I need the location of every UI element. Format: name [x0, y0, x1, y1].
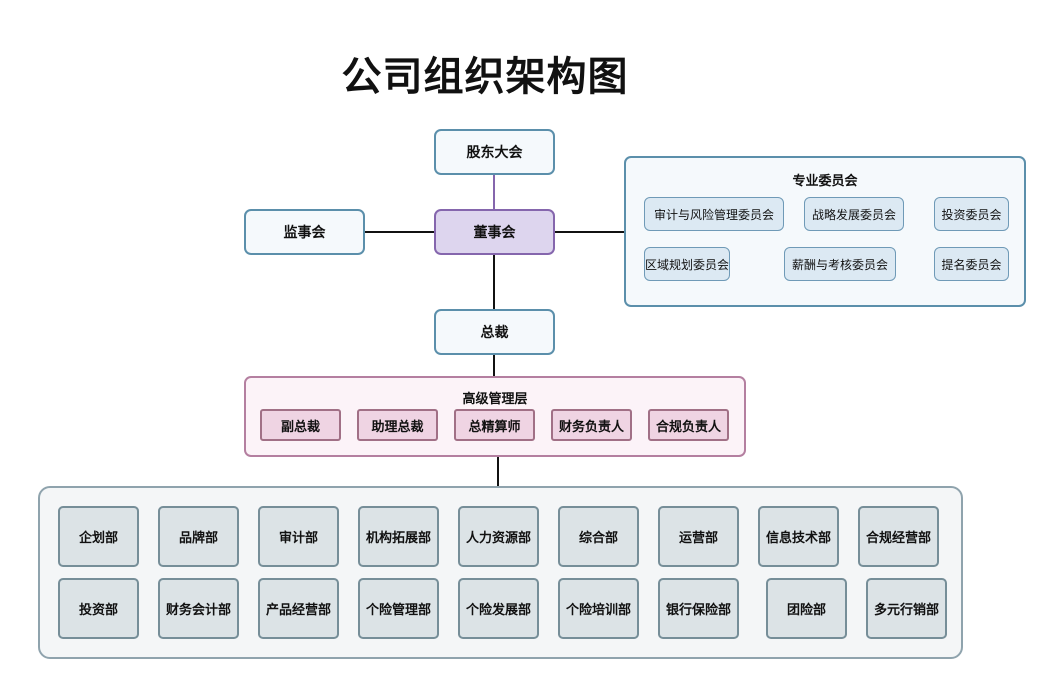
department-label: 审计部 — [278, 531, 318, 546]
committee-item[interactable]: 薪酬与考核委员会 — [784, 247, 896, 281]
department-item[interactable]: 个险培训部 — [558, 578, 639, 639]
node-supervisors[interactable]: 监事会 — [244, 209, 365, 255]
committee-panel: 专业委员会 — [624, 156, 1026, 307]
committee-label: 战略发展委员会 — [811, 207, 896, 222]
department-item[interactable]: 个险管理部 — [358, 578, 439, 639]
node-president[interactable]: 总裁 — [434, 309, 555, 355]
committee-item[interactable]: 战略发展委员会 — [804, 197, 904, 231]
committee-item[interactable]: 投资委员会 — [934, 197, 1009, 231]
node-label: 股东大会 — [466, 145, 523, 161]
department-label: 团险部 — [786, 603, 826, 618]
committee-label: 审计与风险管理委员会 — [653, 207, 774, 222]
senior-item[interactable]: 合规负责人 — [648, 409, 729, 441]
page-title: 公司组织架构图 — [341, 54, 629, 100]
department-label: 合规经营部 — [865, 531, 931, 546]
department-item[interactable]: 投资部 — [58, 578, 139, 639]
department-item[interactable]: 运营部 — [658, 506, 739, 567]
committee-label: 投资委员会 — [941, 207, 1002, 222]
node-label: 总裁 — [480, 325, 509, 341]
senior-label: 副总裁 — [280, 419, 320, 435]
department-label: 综合部 — [578, 531, 618, 546]
department-label: 多元行销部 — [873, 603, 939, 618]
department-item[interactable]: 产品经营部 — [258, 578, 339, 639]
senior-item[interactable]: 助理总裁 — [357, 409, 438, 441]
department-item[interactable]: 合规经营部 — [858, 506, 939, 567]
committee-label: 薪酬与考核委员会 — [791, 257, 888, 272]
committee-panel-title: 专业委员会 — [792, 174, 858, 189]
department-label: 个险培训部 — [565, 603, 631, 618]
node-board[interactable]: 董事会 — [434, 209, 555, 255]
senior-management-title: 高级管理层 — [462, 392, 528, 407]
department-label: 个险发展部 — [465, 603, 531, 618]
department-item[interactable]: 银行保险部 — [658, 578, 739, 639]
senior-item[interactable]: 副总裁 — [260, 409, 341, 441]
department-item[interactable]: 财务会计部 — [158, 578, 239, 639]
senior-label: 财务负责人 — [558, 419, 624, 435]
department-label: 信息技术部 — [765, 531, 831, 546]
department-item[interactable]: 企划部 — [58, 506, 139, 567]
department-label: 企划部 — [78, 531, 118, 546]
department-item[interactable]: 多元行销部 — [866, 578, 947, 639]
department-label: 投资部 — [78, 603, 118, 618]
department-item[interactable]: 人力资源部 — [458, 506, 539, 567]
senior-item[interactable]: 财务负责人 — [551, 409, 632, 441]
department-item[interactable]: 综合部 — [558, 506, 639, 567]
department-label: 机构拓展部 — [365, 531, 431, 546]
committee-item[interactable]: 提名委员会 — [934, 247, 1009, 281]
committee-label: 提名委员会 — [941, 257, 1002, 272]
node-label: 监事会 — [283, 225, 326, 241]
department-label: 品牌部 — [178, 531, 218, 546]
node-shareholders[interactable]: 股东大会 — [434, 129, 555, 175]
department-item[interactable]: 信息技术部 — [758, 506, 839, 567]
committee-item[interactable]: 区域规划委员会 — [644, 247, 730, 281]
department-label: 财务会计部 — [165, 603, 231, 618]
department-label: 银行保险部 — [665, 603, 731, 618]
committee-label: 区域规划委员会 — [645, 257, 730, 272]
department-item[interactable]: 品牌部 — [158, 506, 239, 567]
department-item[interactable]: 个险发展部 — [458, 578, 539, 639]
senior-label: 总精算师 — [468, 419, 521, 435]
senior-label: 合规负责人 — [655, 419, 721, 435]
department-label: 个险管理部 — [365, 603, 431, 618]
department-item[interactable]: 机构拓展部 — [358, 506, 439, 567]
node-label: 董事会 — [473, 225, 516, 241]
committee-item[interactable]: 审计与风险管理委员会 — [644, 197, 784, 231]
department-label: 人力资源部 — [465, 531, 531, 546]
senior-item[interactable]: 总精算师 — [454, 409, 535, 441]
senior-label: 助理总裁 — [371, 419, 424, 435]
department-label: 运营部 — [678, 531, 718, 546]
department-item[interactable]: 审计部 — [258, 506, 339, 567]
department-label: 产品经营部 — [265, 603, 331, 618]
department-item[interactable]: 团险部 — [766, 578, 847, 639]
